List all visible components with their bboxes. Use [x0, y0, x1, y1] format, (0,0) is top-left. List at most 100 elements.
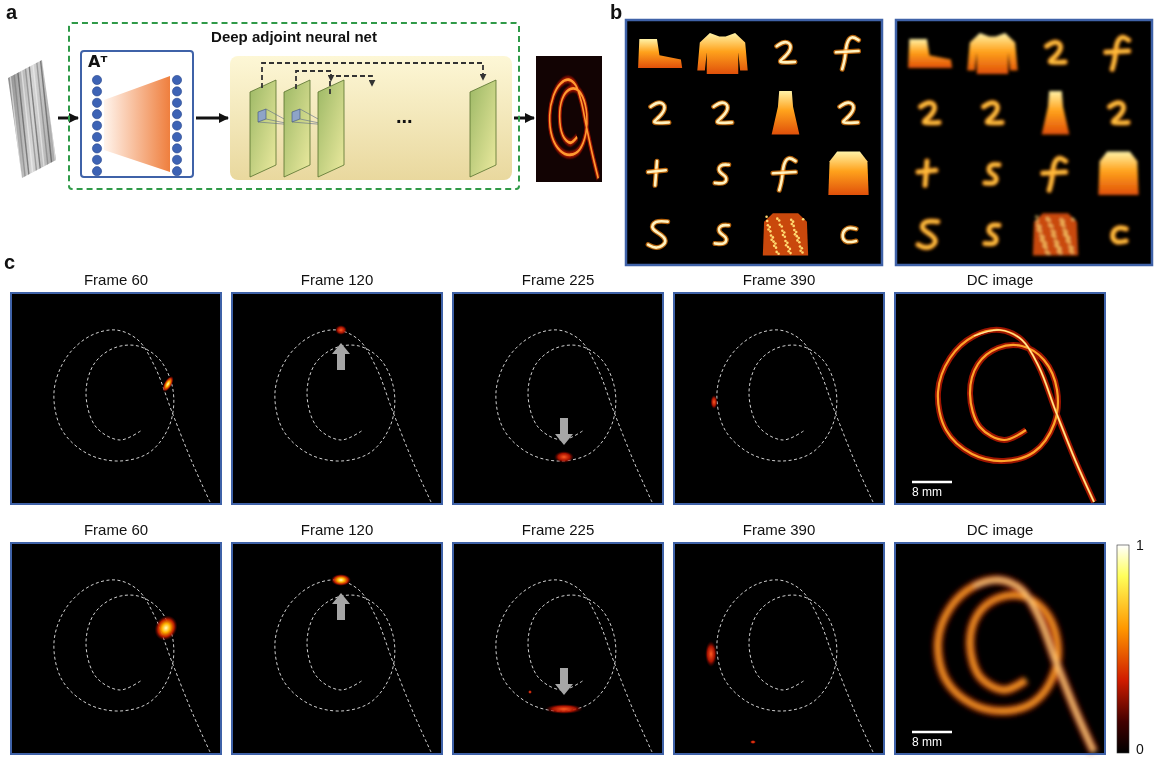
texture-dot — [1042, 240, 1045, 243]
texture-dot — [796, 239, 799, 242]
character-glow — [648, 221, 668, 247]
character-glow — [715, 165, 729, 184]
texture-dot — [1071, 247, 1074, 250]
texture-dot — [1054, 235, 1057, 238]
frame-title: Frame 120 — [233, 521, 441, 539]
character-glow — [918, 170, 936, 172]
image-frame: Frame 120 — [231, 292, 443, 505]
panel-a-art — [4, 55, 602, 185]
character-stroke — [648, 221, 668, 247]
sinogram-streak — [36, 55, 50, 185]
neuron — [172, 75, 181, 84]
ground-truth-samples — [638, 33, 869, 256]
texture-dot — [1062, 225, 1065, 228]
texture-dot — [775, 251, 778, 254]
neuron-columns — [92, 75, 181, 175]
texture-dot — [1038, 226, 1041, 229]
frame-ground — [673, 542, 885, 755]
scale-bar — [912, 731, 952, 734]
swirl-glow — [938, 580, 1094, 752]
texture-dot — [1053, 231, 1056, 234]
texture-dot — [1057, 246, 1060, 249]
image-frame: Frame 60 — [10, 292, 222, 505]
feature-map — [250, 80, 276, 177]
frame-title: Frame 225 — [454, 271, 662, 289]
signal-blob — [545, 704, 583, 714]
texture-dot — [1067, 237, 1070, 240]
character-stroke — [715, 225, 729, 244]
label-anchor: c — [4, 250, 15, 274]
swirl-glow — [550, 80, 599, 179]
neuron — [92, 132, 101, 141]
texture-dot — [772, 236, 775, 239]
panel-letter: b — [610, 0, 622, 24]
contour-guide — [275, 330, 431, 502]
character-glow — [773, 172, 796, 173]
feature-map — [284, 80, 310, 177]
skip-connection — [296, 71, 331, 89]
texture-dot — [793, 229, 796, 232]
neuron — [92, 121, 101, 130]
frame-image — [894, 292, 1106, 505]
texture-dots — [1035, 216, 1074, 256]
output-arrow — [514, 117, 534, 120]
clothing-shape — [908, 39, 952, 68]
texture-dot — [799, 245, 802, 248]
frame-image — [452, 542, 664, 755]
swirl-core — [550, 80, 599, 179]
clothing-shape — [1098, 151, 1138, 195]
frame-ground — [231, 542, 443, 755]
texture-dot — [1044, 242, 1047, 245]
clothing-shape — [763, 213, 808, 255]
clothing-shape — [638, 39, 682, 68]
neuron — [172, 155, 181, 164]
texture-dot — [779, 223, 782, 226]
character-glow — [985, 165, 999, 184]
label-anchor: b — [610, 0, 622, 24]
scale-label: 8 mm — [912, 735, 942, 749]
frame-image — [10, 542, 222, 755]
texture-dot — [1048, 219, 1051, 222]
character-stroke — [921, 103, 939, 123]
character-glow — [1113, 228, 1126, 242]
texture-dot — [1063, 229, 1066, 232]
neuron — [92, 110, 101, 119]
texture-dot — [1039, 230, 1042, 233]
frame-image — [673, 542, 885, 755]
texture-dot — [780, 225, 783, 228]
frame-image — [673, 292, 885, 505]
texture-dot — [1042, 236, 1045, 239]
contour-guide — [54, 330, 210, 502]
reconstructed-samples — [908, 33, 1139, 256]
clothing-shape — [772, 91, 800, 135]
character-glow — [836, 51, 859, 52]
texture-dot — [767, 224, 770, 227]
clothing-shape — [828, 151, 868, 195]
texture-dot — [789, 252, 792, 255]
texture-dot — [770, 234, 773, 237]
character-stroke — [1113, 228, 1126, 242]
texture-dot — [1049, 223, 1052, 226]
neuron — [92, 87, 101, 96]
character-stroke — [985, 165, 999, 184]
signal-blob — [335, 325, 347, 335]
texture-dot — [1052, 234, 1055, 237]
neuron — [92, 75, 101, 84]
texture-dot — [775, 246, 778, 249]
texture-dot — [781, 229, 784, 232]
pointer-arrow — [555, 418, 573, 445]
skip-connection — [330, 76, 372, 94]
texture-dot — [1037, 224, 1040, 227]
texture-dot — [1051, 229, 1054, 232]
swirl-highlight — [974, 330, 1094, 502]
texture-dot — [789, 248, 792, 251]
sinogram-streak — [12, 55, 26, 185]
texture-dot — [792, 225, 795, 228]
contour-guide — [275, 580, 431, 752]
neuron — [172, 121, 181, 130]
image-frame: DC image8 mm — [894, 542, 1106, 755]
clothing-shape — [1042, 91, 1070, 135]
texture-dot — [1047, 252, 1050, 255]
frame-title: Frame 60 — [12, 271, 220, 289]
